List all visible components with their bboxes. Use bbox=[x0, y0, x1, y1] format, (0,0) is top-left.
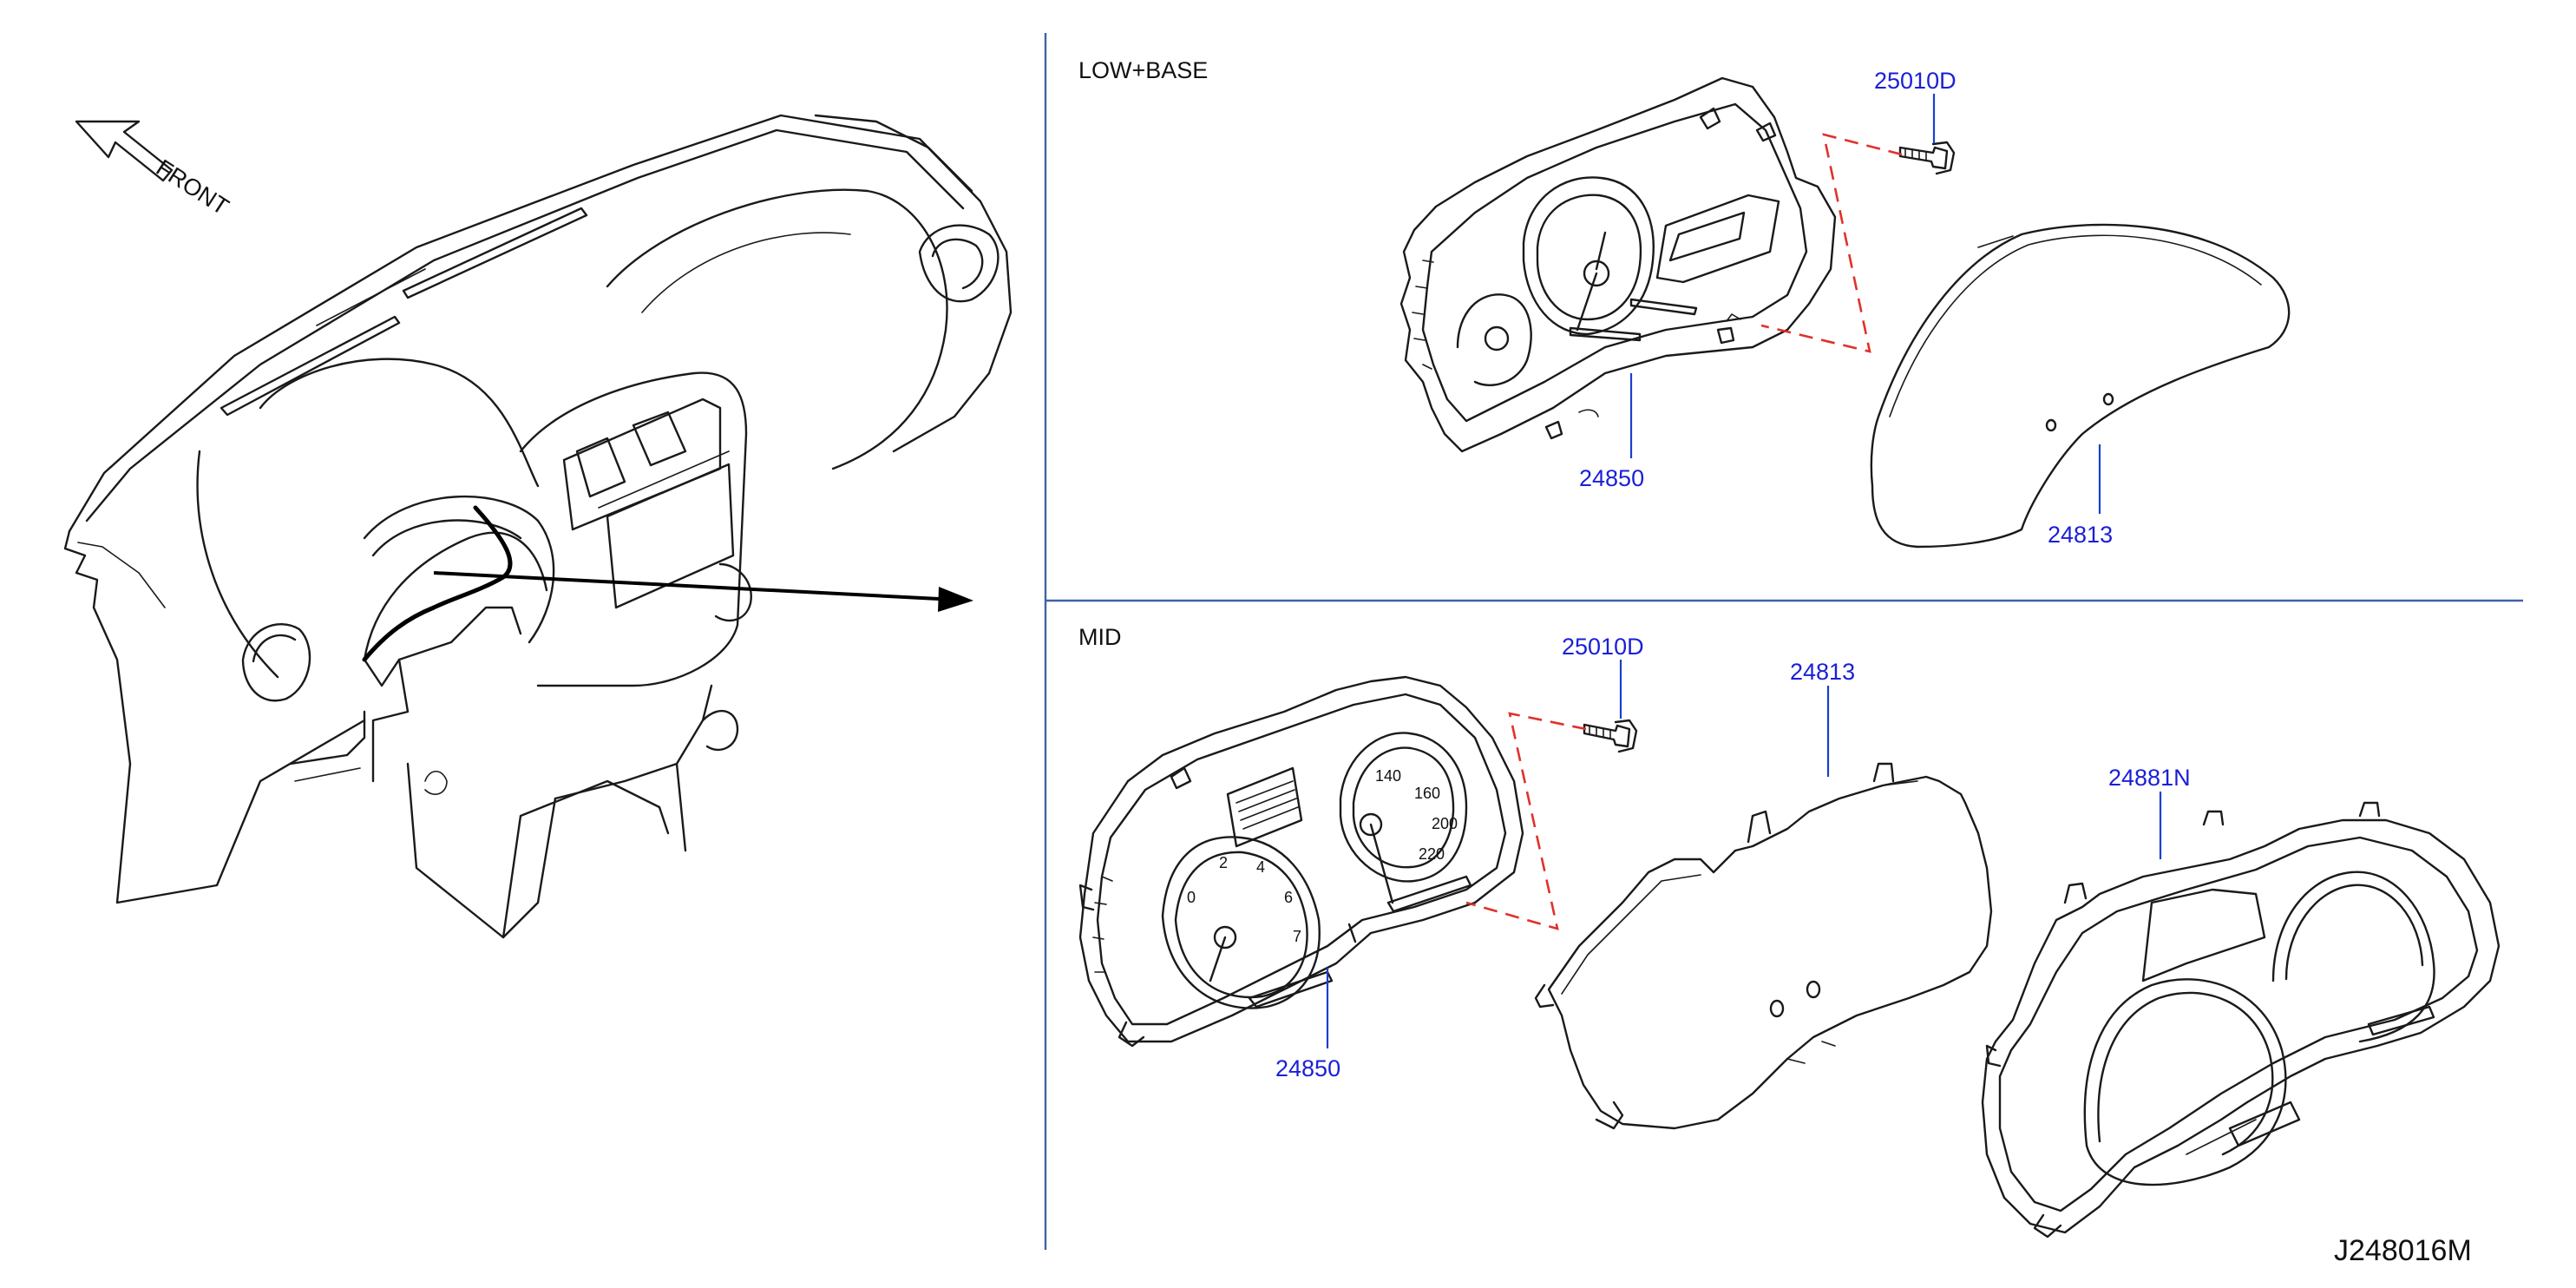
dial-number-2: 2 bbox=[1219, 854, 1228, 871]
fastening-line-bottom bbox=[1465, 712, 1587, 930]
dial-number-6: 140 bbox=[1375, 767, 1401, 785]
part-number-screw-top: 25010D bbox=[1874, 68, 1957, 94]
part-number-cover-top: 24813 bbox=[2048, 522, 2113, 548]
dial-number-4: 6 bbox=[1284, 889, 1293, 906]
section-title-low-base: LOW+BASE bbox=[1078, 57, 1208, 83]
cover-top bbox=[1870, 223, 2291, 549]
harness-path bbox=[362, 505, 513, 662]
dial-number-3: 4 bbox=[1256, 858, 1265, 876]
fastening-line-top bbox=[1760, 133, 1903, 353]
cluster-top bbox=[1399, 76, 1837, 453]
screw-bottom bbox=[1583, 719, 1638, 753]
part-number-screw-bottom: 25010D bbox=[1562, 634, 1644, 660]
location-arrow-icon bbox=[433, 571, 973, 612]
dial-number-8: 200 bbox=[1432, 815, 1458, 832]
cover-bottom bbox=[1534, 762, 1993, 1130]
dial-number-9: 220 bbox=[1419, 845, 1445, 863]
dial-number-5: 7 bbox=[1293, 928, 1301, 945]
cluster-bottom: 0 2 4 6 7 140 160 200 220 bbox=[1078, 675, 1524, 1048]
front-arrow-icon bbox=[75, 120, 174, 182]
dial-number-1: 0 bbox=[1187, 889, 1196, 906]
section-title-mid: MID bbox=[1078, 624, 1122, 650]
part-number-cluster-bottom: 24850 bbox=[1275, 1055, 1340, 1081]
dial-number-7: 160 bbox=[1414, 785, 1440, 802]
dashboard-illustration bbox=[63, 114, 1013, 939]
drawing-code: J248016M bbox=[2334, 1234, 2472, 1267]
screw-top bbox=[1898, 141, 1956, 175]
part-number-cluster-top: 24850 bbox=[1579, 465, 1644, 491]
front-label: FRONT bbox=[152, 154, 233, 220]
part-number-finisher-bottom: 24881N bbox=[2108, 765, 2191, 791]
finisher-bottom bbox=[1981, 801, 2501, 1239]
part-number-cover-bottom: 24813 bbox=[1790, 659, 1855, 685]
